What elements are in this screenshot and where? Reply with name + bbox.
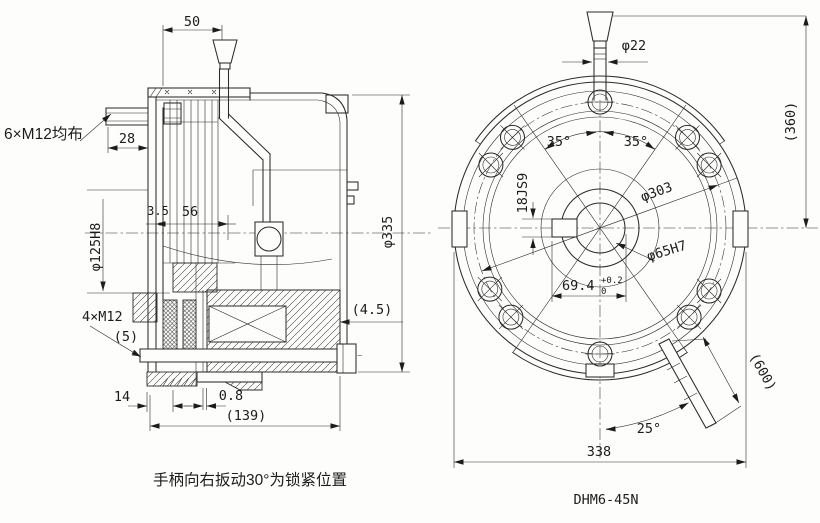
dim-56-label: 56 <box>182 204 198 220</box>
dim-338-label: 338 <box>587 444 611 460</box>
outer-dia-label: φ335 <box>380 216 396 249</box>
handle-front <box>586 11 614 101</box>
dim-0-8-label: 0.8 <box>219 388 243 404</box>
tol-upper-label: +0.2 <box>601 276 623 286</box>
top-plate <box>147 87 251 98</box>
lever-length-label: (600) <box>746 350 780 393</box>
cam-pivot-circle <box>256 226 282 252</box>
disc-stack <box>163 100 235 264</box>
dim-69-4-label: 69.4 <box>562 278 595 294</box>
drawing-title: DHM6-45N <box>573 492 638 508</box>
left-flange <box>105 107 149 126</box>
bolt-circle-label: φ303 <box>639 179 675 205</box>
handle-note: 手柄向右扳动30°为锁紧位置 <box>153 470 347 489</box>
front-view: φ22 (360) 35° 35° 18JS9 φ303 φ65H7 69.4 … <box>438 11 818 508</box>
mount-bolts-label: 4×M12 <box>82 309 123 325</box>
cam-linkage <box>218 113 284 290</box>
dim-50-label: 50 <box>184 14 200 30</box>
dim-139-label: (139) <box>226 408 267 424</box>
side-view: 50 28 6×M12均布 3.5 56 φ125H8 4×M12 (5) 14 <box>4 14 432 489</box>
keyway-label: 18JS9 <box>515 173 531 214</box>
dim-3-5-label: 3.5 <box>147 204 169 218</box>
angle-25-label: 25° <box>637 421 661 437</box>
spring-section <box>162 299 178 351</box>
tol-lower-label: 0 <box>601 287 606 297</box>
dim-5-label: (5) <box>114 329 138 345</box>
front-dimensions: φ22 (360) 35° 35° 18JS9 φ303 φ65H7 69.4 … <box>453 15 809 468</box>
dim-14-label: 14 <box>114 389 130 405</box>
flange-bolts-label: 6×M12均布 <box>4 125 83 143</box>
dim-360-label: (360) <box>783 102 799 143</box>
bore-125-label: φ125H8 <box>88 223 104 272</box>
bottom-lug <box>585 363 615 378</box>
dim-28-label: 28 <box>119 131 135 147</box>
angle-35-left-label: 35° <box>547 134 571 150</box>
section-hatching <box>132 262 341 386</box>
bolt-holes <box>477 89 722 367</box>
handle-side <box>212 39 238 119</box>
spring-section <box>182 299 197 351</box>
bolt-circle-centerline <box>473 101 727 355</box>
angle-35-right-label: 35° <box>624 134 648 150</box>
keyway <box>551 218 578 238</box>
right-lug <box>732 210 749 248</box>
left-lug <box>451 210 468 248</box>
dim-4-5-label: (4.5) <box>352 302 393 318</box>
handle-dia-label: φ22 <box>622 38 646 54</box>
side-dimensions: 50 28 6×M12均布 3.5 56 φ125H8 4×M12 (5) 14 <box>4 14 410 431</box>
mounting-foot <box>146 371 263 391</box>
bore-65-label: φ65H7 <box>645 238 689 265</box>
